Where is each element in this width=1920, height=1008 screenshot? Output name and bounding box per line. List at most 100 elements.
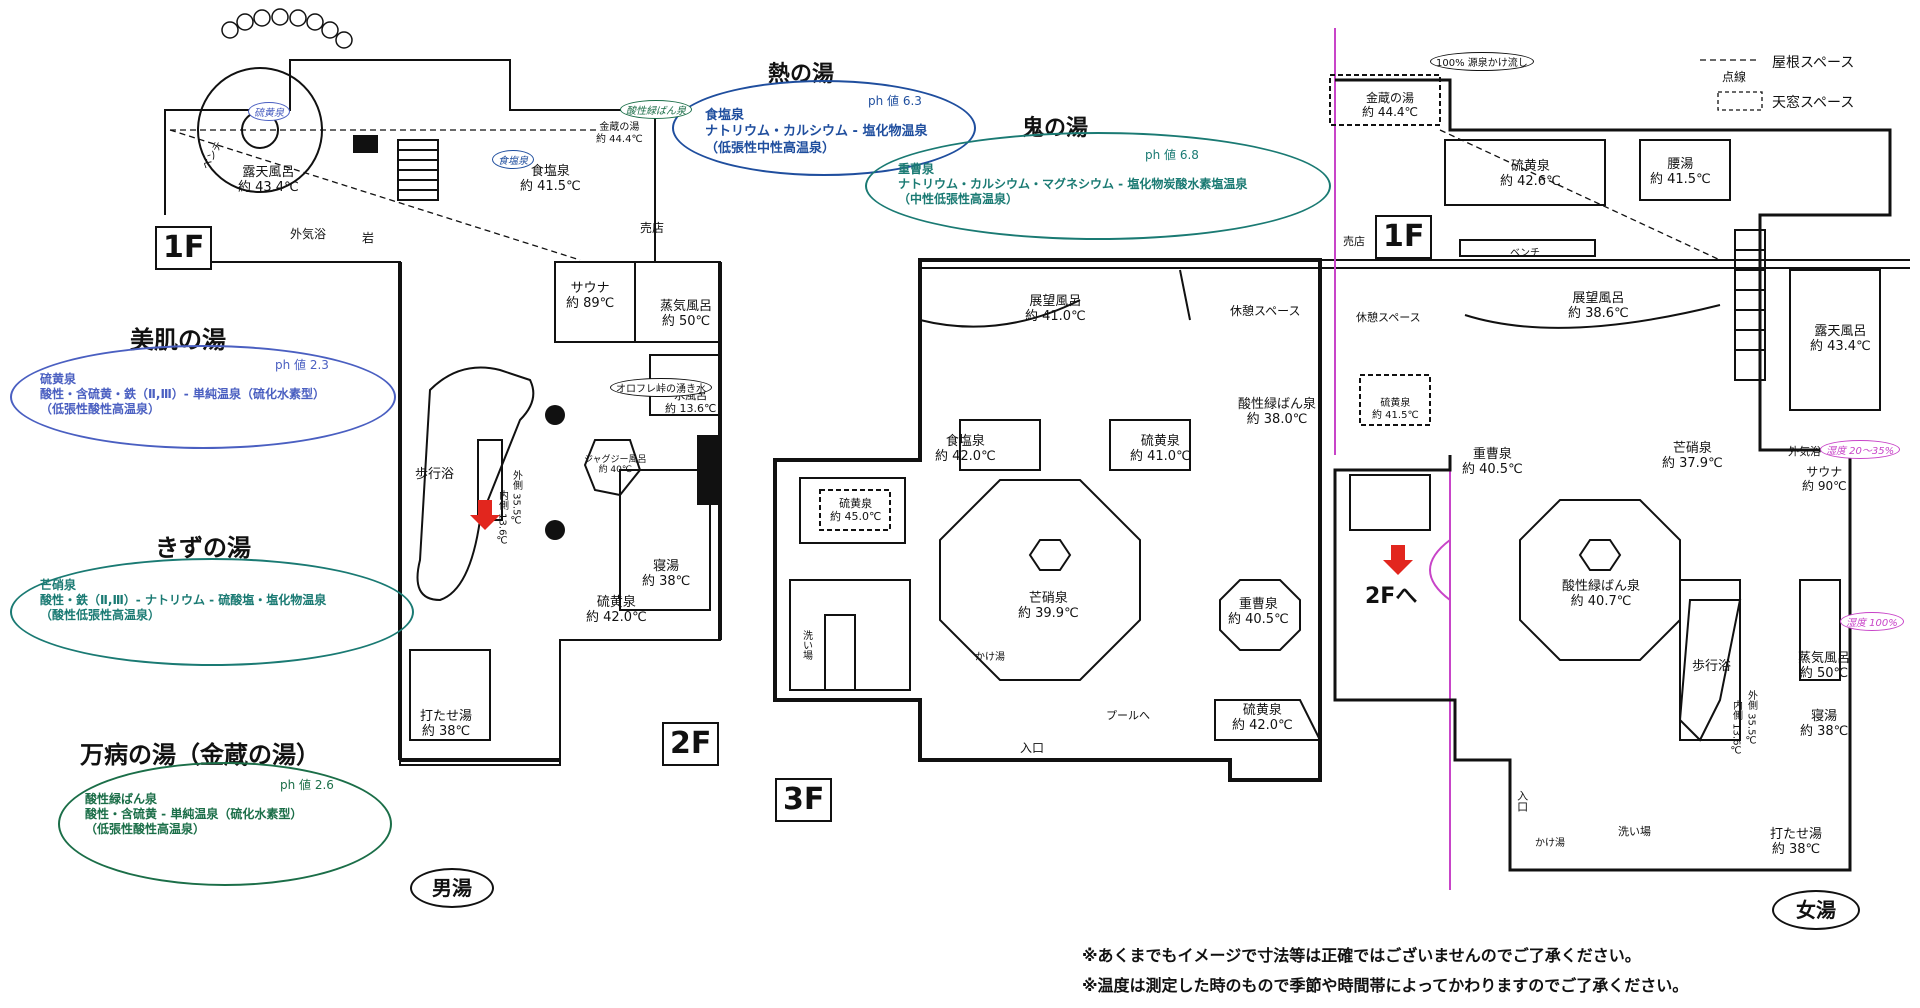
bath-ellipse-bihada — [10, 345, 396, 449]
room-name: 外気浴 — [290, 227, 327, 241]
room-rest-3f: 休憩スペース — [1230, 304, 1301, 319]
room-kinzo-right: 金蔵の湯約 44.4℃ — [1362, 91, 1418, 120]
room-koshiyu-right: 腰湯約 41.5℃ — [1650, 157, 1711, 188]
room-temp: 約 41.5℃ — [520, 178, 581, 194]
room-name: 露天風呂 — [1814, 324, 1867, 339]
legend-skylight-label: 天窓スペース — [1772, 95, 1855, 111]
bath-desc-kizu: 芒硝泉 酸性・鉄（Ⅱ,Ⅲ）- ナトリウム - 硫酸塩・塩化物温泉 （酸性低張性高… — [40, 578, 326, 623]
room-temp: 約 89℃ — [566, 295, 615, 311]
bath-line: （低張性中性高温泉） — [705, 140, 836, 156]
room-shop-right: 売店 — [1343, 235, 1365, 249]
bath-desc-manbyo: 酸性緑ばん泉 酸性・含硫黄 - 単純温泉（硫化水素型） （低張性酸性高温泉） — [85, 792, 302, 837]
room-name: 酸性緑ばん泉 — [1238, 397, 1317, 412]
room-temp: 約 40.5℃ — [1462, 461, 1523, 477]
room-temp: 約 43.4℃ — [1810, 338, 1871, 354]
room-bicarb-right: 重曹泉約 40.5℃ — [1462, 447, 1523, 478]
room-entrance-right[interactable]: 入口 — [1515, 790, 1529, 812]
room-name: 食塩泉 — [945, 434, 985, 449]
room-bosho-3f: 芒硝泉約 39.9℃ — [1018, 591, 1079, 622]
bath-line: 酸性・含硫黄・鉄（Ⅱ,Ⅲ）- 単純温泉（硫化水素型） — [40, 387, 325, 401]
bath-line: 芒硝泉 — [40, 578, 77, 592]
room-name: 外側 35.5℃ — [510, 470, 522, 527]
room-to-pool-3f[interactable]: プールへ — [1106, 709, 1150, 723]
tag-green: 酸性緑ばん泉 — [620, 100, 692, 119]
room-name: 蒸気風呂 — [660, 299, 713, 314]
room-name: ベンチ — [1510, 248, 1540, 259]
disclaimer-dimensions: ※あくまでもイメージで寸法等は正確ではございませんのでご了承ください。 — [1082, 946, 1641, 965]
room-outdoor-air-left: 外気浴 — [290, 227, 327, 242]
room-temp: 約 38.6℃ — [1568, 305, 1629, 321]
bath-line: 重曹泉 — [898, 162, 935, 176]
room-outdoor-air-right: 外気浴 — [1788, 445, 1821, 459]
room-name: 休憩スペース — [1356, 311, 1421, 324]
room-sulfur-3f-b: 硫黄泉約 45.0℃ — [830, 497, 882, 523]
room-name: ジャグジー風呂 — [584, 455, 647, 465]
room-name: 硫黄泉 — [1140, 434, 1180, 449]
bath-ph-atsu: ph 値 6.3 — [868, 94, 922, 108]
room-walking-left: 歩行浴 — [415, 467, 454, 483]
room-name: 洗い場 — [800, 630, 812, 660]
room-temp: 約 45.0℃ — [830, 509, 882, 523]
tag-rinse-100: 100% 源泉かけ流し — [1430, 52, 1534, 71]
room-name: 露天風呂 — [242, 165, 295, 180]
tag-salt: 食塩泉 — [492, 150, 534, 169]
floor-label-1f-left: 1F — [155, 226, 213, 270]
legend-skylight: 天窓スペース — [1772, 92, 1854, 112]
room-name: 硫黄泉 — [1242, 703, 1282, 718]
room-bosho-right: 芒硝泉約 37.9℃ — [1662, 441, 1723, 472]
legend-roof-label: 屋根スペース — [1772, 55, 1855, 71]
bath-desc-oni: 重曹泉 ナトリウム・カルシウム・マグネシウム - 塩化物炭酸水素塩温泉 （中性低… — [898, 162, 1247, 207]
room-sulfur-1f-right: 硫黄泉約 42.6℃ — [1500, 159, 1561, 190]
room-rock-left: 岩 — [362, 231, 374, 246]
room-name: サウナ — [1806, 465, 1843, 479]
bath-line: 酸性・含硫黄 - 単純温泉（硫化水素型） — [85, 807, 303, 821]
room-name: 金蔵の湯 — [599, 122, 640, 133]
tag-oroful-water: オロフレ峠の湧き水 — [610, 378, 712, 397]
room-steam-left: 蒸気風呂約 50℃ — [660, 299, 713, 330]
room-sleep-right: 寝湯約 38℃ — [1800, 709, 1849, 740]
room-temp: 約 41.0℃ — [1025, 308, 1086, 324]
bath-ellipse-kizu — [10, 558, 414, 666]
room-temp: 約 42.0℃ — [1232, 717, 1293, 733]
room-utase-left: 打たせ湯約 38℃ — [420, 709, 472, 740]
legend-roof: 屋根スペース — [1772, 52, 1854, 72]
room-name: 外気浴 — [1788, 445, 1821, 458]
room-entrance-3f[interactable]: 入口 — [1020, 741, 1044, 756]
room-sulfur-skylight-right: 硫黄泉約 41.5℃ — [1372, 398, 1419, 421]
room-temp: 約 13.6℃ — [665, 401, 717, 415]
room-name: 硫黄泉 — [596, 595, 636, 610]
room-temp: 約 38℃ — [1771, 841, 1821, 857]
room-temp: 約 41.5℃ — [1650, 171, 1711, 187]
room-inner-left: 内側 13.6℃ — [496, 490, 508, 546]
room-name: サウナ — [570, 281, 610, 296]
room-jacuzzi-left: ジャグジー風呂約 40℃ — [584, 455, 647, 476]
bath-line: （中性低張性高温泉） — [898, 192, 1019, 206]
room-temp: 約 41.0℃ — [1130, 448, 1191, 464]
bath-ph-manbyo: ph 値 2.6 — [280, 778, 334, 792]
room-sulfur-3f-c: 硫黄泉約 42.0℃ — [1232, 703, 1293, 734]
room-temp: 約 43.4℃ — [238, 179, 299, 195]
room-rotenburo-left: 露天風呂約 43.4℃ — [238, 165, 299, 196]
room-sauna-right: サウナ約 90℃ — [1802, 465, 1847, 494]
legend-dotted-label: 点線 — [1722, 70, 1747, 84]
room-name: 展望風呂 — [1029, 294, 1082, 309]
room-temp: 約 38℃ — [1800, 723, 1849, 739]
room-sauna-left: サウナ約 89℃ — [566, 281, 615, 312]
room-green-3f: 酸性緑ばん泉約 38.0℃ — [1238, 397, 1317, 428]
section-women: 女湯 — [1772, 890, 1860, 930]
bath-line: （低張性酸性高温泉） — [40, 402, 161, 416]
section-men: 男湯 — [410, 868, 494, 908]
room-rest-right: 休憩スペース — [1356, 311, 1421, 325]
room-temp: 約 44.4℃ — [596, 133, 643, 145]
floor-label-1f-right: 1F — [1375, 215, 1433, 259]
floor-label-2f: 2F — [662, 722, 720, 766]
room-name: 展望風呂 — [1572, 291, 1625, 306]
room-green-right: 酸性緑ばん泉約 40.7℃ — [1562, 579, 1640, 610]
room-name: 売店 — [1343, 235, 1365, 248]
room-name: 重曹泉 — [1472, 447, 1512, 462]
room-name: 売店 — [640, 221, 665, 235]
room-name: 硫黄泉 — [1510, 159, 1550, 174]
bath-ellipse-atsu — [672, 80, 976, 176]
room-name: 外側 35.5℃ — [1745, 690, 1757, 747]
room-temp: 約 90℃ — [1802, 478, 1847, 493]
